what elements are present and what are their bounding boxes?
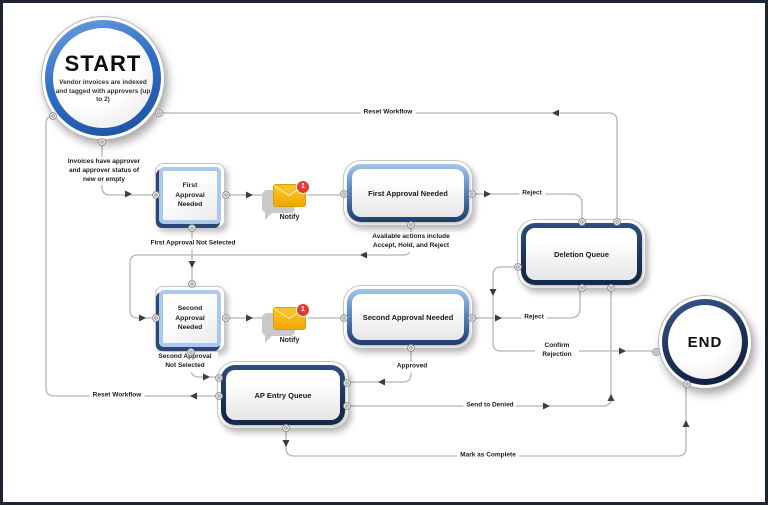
second-approval-task-node[interactable]: Second Approval Needed <box>155 286 225 351</box>
edge-second-reject <box>471 287 581 319</box>
label-approved: Approved <box>393 361 431 373</box>
deletion-queue-label: Deletion Queue <box>526 228 637 280</box>
label-mark-as-complete: Mark as Complete <box>457 450 519 462</box>
notification-badge: 1 <box>296 180 310 194</box>
label-confirm-rejection: Confirm Rejection <box>535 341 579 361</box>
start-ring: START Vendor invoices are indexed and ta… <box>45 20 161 136</box>
end-ring: END <box>662 299 748 385</box>
edge-approved <box>347 347 412 383</box>
label-reset-workflow-bottom: Reset Workflow <box>89 390 145 402</box>
notify-first-node[interactable]: 1 Notify <box>260 180 318 227</box>
notification-badge: 1 <box>296 303 310 317</box>
second-approval-queue-label: Second Approval Needed <box>352 294 464 340</box>
notify-second-label: Notify <box>279 337 300 344</box>
second-approval-task-label: Second Approval Needed <box>159 290 221 347</box>
notify-second-node[interactable]: 1 Notify <box>260 303 318 350</box>
first-approval-task-label: First Approval Needed <box>159 167 221 224</box>
ap-entry-queue-label: AP Entry Queue <box>226 370 340 420</box>
first-approval-queue-label: First Approval Needed <box>352 169 464 217</box>
end-node[interactable]: END <box>658 295 752 389</box>
label-first-not-selected: First Approval Not Selected <box>147 238 239 250</box>
label-reject-first: Reject <box>519 188 545 200</box>
first-approval-task-node[interactable]: First Approval Needed <box>155 163 225 228</box>
edge-first-reject <box>471 193 583 223</box>
label-reset-workflow-top: Reset Workflow <box>360 107 416 119</box>
notify-first-label: Notify <box>279 214 300 221</box>
arrowheads <box>125 109 690 447</box>
deletion-queue-node[interactable]: Deletion Queue <box>517 219 646 289</box>
email-envelope-icon: 1 <box>273 303 310 330</box>
edge-start-to-first-task <box>101 141 157 196</box>
start-subtitle: Vendor invoices are indexed and tagged w… <box>55 79 151 104</box>
label-reject-second: Reject <box>521 312 547 324</box>
first-approval-queue-node[interactable]: First Approval Needed <box>343 160 473 226</box>
label-send-to-denied: Send to Denied <box>463 400 517 412</box>
start-title: START <box>64 51 142 77</box>
label-invoices-note: Invoices have approver and approver stat… <box>59 156 149 186</box>
label-second-not-selected: Second Approval Not Selected <box>152 352 218 372</box>
end-title: END <box>687 333 723 351</box>
edge-confirm-rejection <box>492 266 656 352</box>
second-approval-queue-node[interactable]: Second Approval Needed <box>343 285 473 349</box>
email-envelope-icon: 1 <box>273 180 310 207</box>
label-available-actions: Available actions include Accept, Hold, … <box>362 232 460 252</box>
edge-reset-workflow-top <box>159 112 618 223</box>
edge-accept-to-second <box>129 224 412 319</box>
ap-entry-queue-node[interactable]: AP Entry Queue <box>217 361 349 429</box>
start-node[interactable]: START Vendor invoices are indexed and ta… <box>41 16 165 140</box>
